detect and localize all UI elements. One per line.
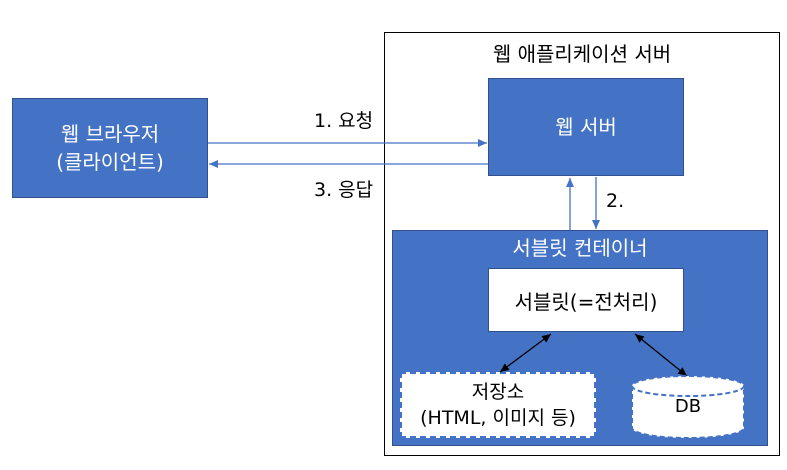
browser-node: 웹 브라우저 (클라이언트) <box>12 98 208 198</box>
app-server-label: 웹 애플리케이션 서버 <box>492 42 672 66</box>
storage-label-line1: 저장소 <box>471 381 525 403</box>
servlet-db-connector <box>634 333 688 377</box>
forward-label: 2. <box>606 190 625 212</box>
storage-node: 저장소 (HTML, 이미지 등) <box>400 372 596 438</box>
request-label: 1. 요청 <box>314 110 374 132</box>
storage-label-line2: (HTML, 이미지 등) <box>420 407 576 429</box>
web-server-label: 웹 서버 <box>555 115 617 139</box>
servlet-storage-connector <box>499 333 552 373</box>
browser-label-line2: (클라이언트) <box>56 150 164 174</box>
db-cylinder-icon <box>631 375 745 439</box>
servlet-node: 서블릿(=전처리) <box>488 268 684 332</box>
db-label: DB <box>674 396 702 417</box>
response-label: 3. 응답 <box>314 179 374 201</box>
web-server-node: 웹 서버 <box>488 78 684 176</box>
browser-label-line1: 웹 브라우저 <box>60 122 160 146</box>
servlet-container-label: 서블릿 컨테이너 <box>512 236 648 260</box>
servlet-label: 서블릿(=전처리) <box>514 289 658 314</box>
